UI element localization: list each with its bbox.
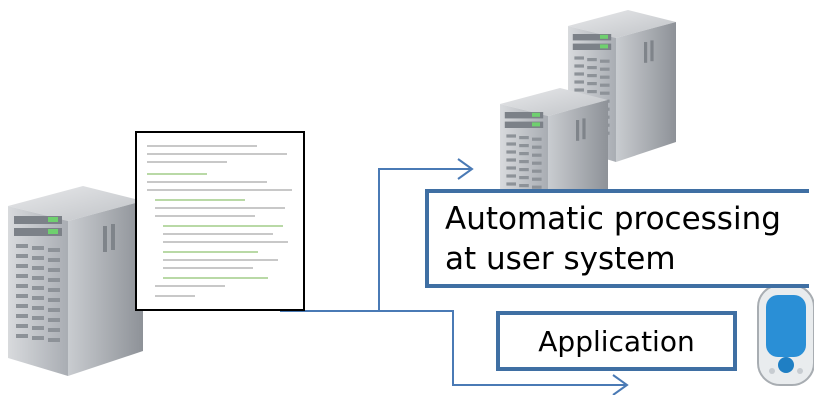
caption-automatic-processing-line1: Automatic processing [445,200,781,237]
server-tower-icon-1 [8,186,143,376]
document-icon [135,131,305,311]
caption-application: Application [496,311,737,371]
caption-application-label: Application [538,324,695,358]
connector-arrows [280,158,629,395]
caption-automatic-processing-line2: at user system [445,240,676,277]
mobile-device-icon [757,284,814,386]
arrow-to-user-system [280,168,470,312]
arrow-to-application [379,310,625,386]
caption-automatic-processing: Automatic processing at user system [425,189,809,288]
